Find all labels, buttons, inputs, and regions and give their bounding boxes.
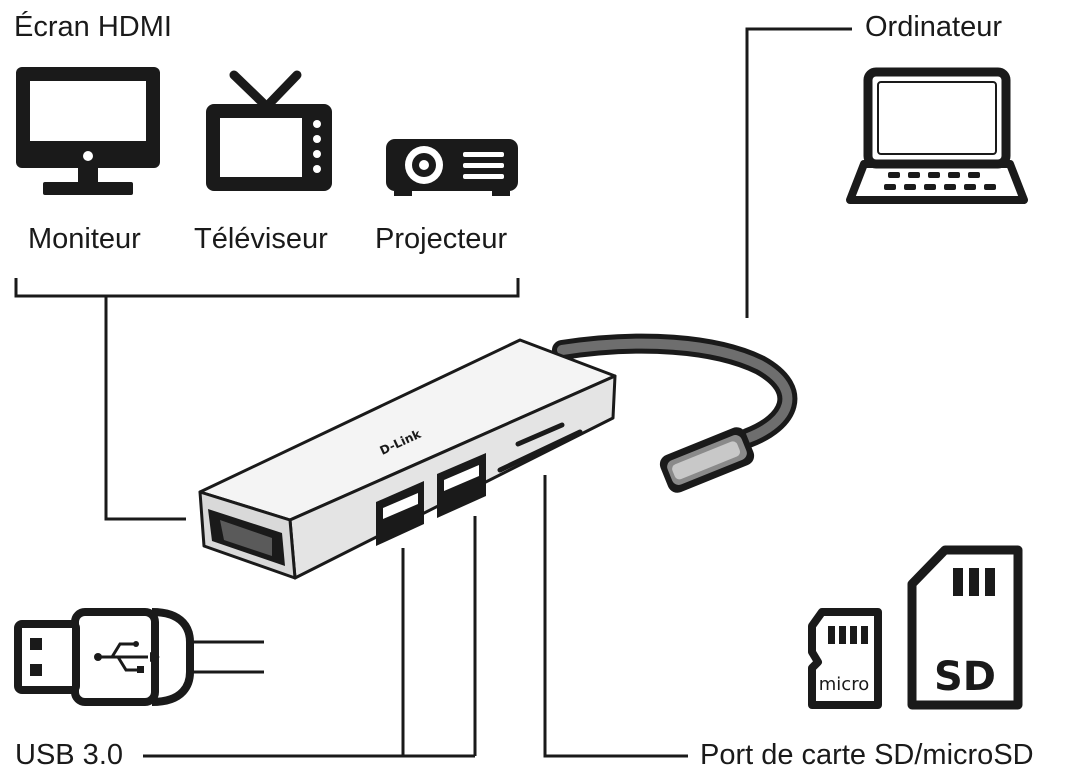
computer-label: Ordinateur — [865, 11, 1003, 43]
computer-line — [745, 27, 852, 318]
card-port-label: Port de carte SD/microSD — [700, 739, 1034, 771]
card-reader-line — [543, 475, 688, 758]
usb-hub — [198, 338, 617, 580]
usb-label: USB 3.0 — [15, 739, 123, 771]
tv-label: Téléviseur — [194, 223, 328, 255]
connector-lines — [14, 27, 852, 758]
microsd-label: micro — [819, 674, 869, 695]
hdmi-port — [208, 509, 285, 566]
hdmi-to-hub-line — [104, 296, 186, 521]
hdmi-bracket-line — [14, 278, 520, 298]
card-reader-slots — [497, 422, 583, 473]
usb-trident-icon — [94, 641, 160, 673]
sd-label: SD — [934, 654, 996, 700]
projector-label: Projecteur — [375, 223, 508, 255]
microsd-card-icon: micro — [808, 608, 882, 709]
usb-port-1 — [376, 481, 424, 546]
usb-c-cable — [552, 333, 798, 493]
hdmi-screen-label: Écran HDMI — [14, 11, 172, 43]
usb-port-2 — [437, 453, 486, 518]
projector-icon — [386, 139, 518, 196]
laptop-icon — [846, 67, 1028, 204]
usb-plug-icon — [14, 608, 264, 706]
monitor-icon — [16, 67, 160, 195]
tv-icon — [206, 70, 332, 191]
monitor-label: Moniteur — [28, 223, 141, 255]
sd-card-icon: SD — [907, 545, 1023, 710]
